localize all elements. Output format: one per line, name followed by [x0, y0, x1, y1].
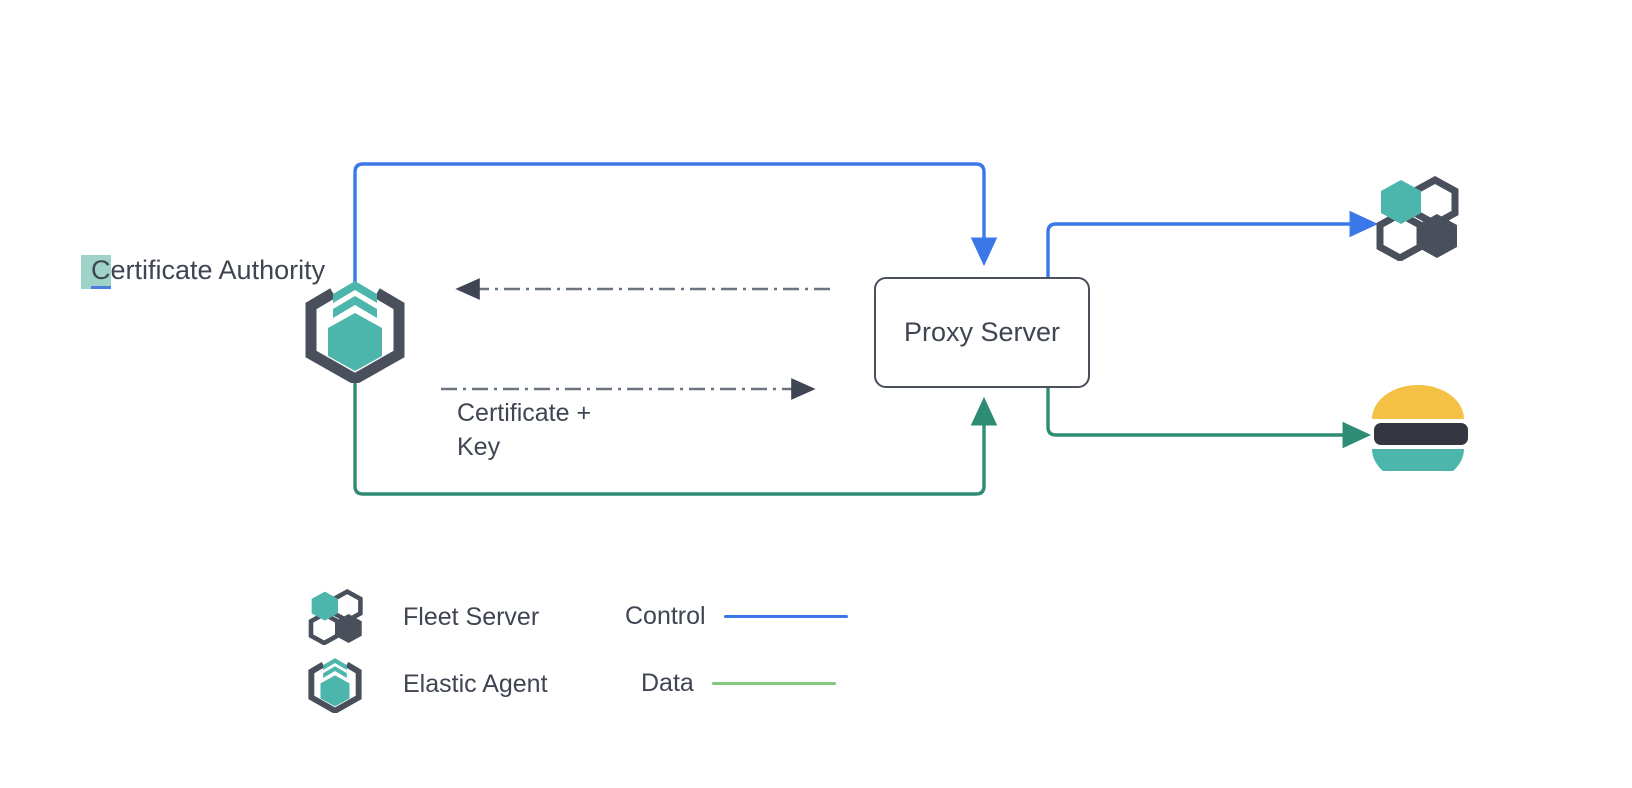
- certificate-authority-label: Certificate Authority: [91, 254, 326, 289]
- legend-item-label: Elastic Agent: [403, 669, 548, 698]
- legend-key-label: Data: [641, 669, 694, 697]
- edge-agent-to-proxy-data: [353, 378, 998, 496]
- elastic-agent-icon: [303, 277, 407, 386]
- legend: Fleet Server Elastic Agent Control Data: [307, 588, 907, 718]
- legend-key-line-data: [711, 682, 836, 685]
- legend-item-elastic-agent: Elastic Agent: [307, 655, 548, 715]
- proxy-server-label: Proxy Server: [903, 317, 1061, 347]
- elasticsearch-icon: [1368, 385, 1468, 483]
- elastic-agent-icon: [307, 656, 369, 715]
- legend-key-label: Control: [625, 602, 706, 630]
- legend-key-control: Control: [625, 602, 848, 631]
- edge-proxy-to-fleet-control: [1046, 210, 1379, 277]
- edge-agent-to-proxy-control: [353, 162, 998, 283]
- legend-item-fleet-server: Fleet Server: [307, 588, 539, 646]
- legend-item-label: Fleet Server: [403, 602, 540, 631]
- fleet-server-icon: [307, 589, 369, 646]
- certificate-authority-label-highlight: C: [91, 255, 111, 289]
- proxy-server-node[interactable]: Proxy Server: [874, 277, 1090, 388]
- edge-proxy-to-elasticsearch-data: [1046, 388, 1372, 449]
- certificate-authority-label-rest: ertificate Authority: [110, 255, 326, 285]
- legend-key-data: Data: [641, 669, 836, 698]
- fleet-server-icon: [1375, 176, 1467, 262]
- legend-key-line-control: [723, 615, 848, 618]
- certificate-key-edge-label: Certificate + Key: [457, 399, 592, 461]
